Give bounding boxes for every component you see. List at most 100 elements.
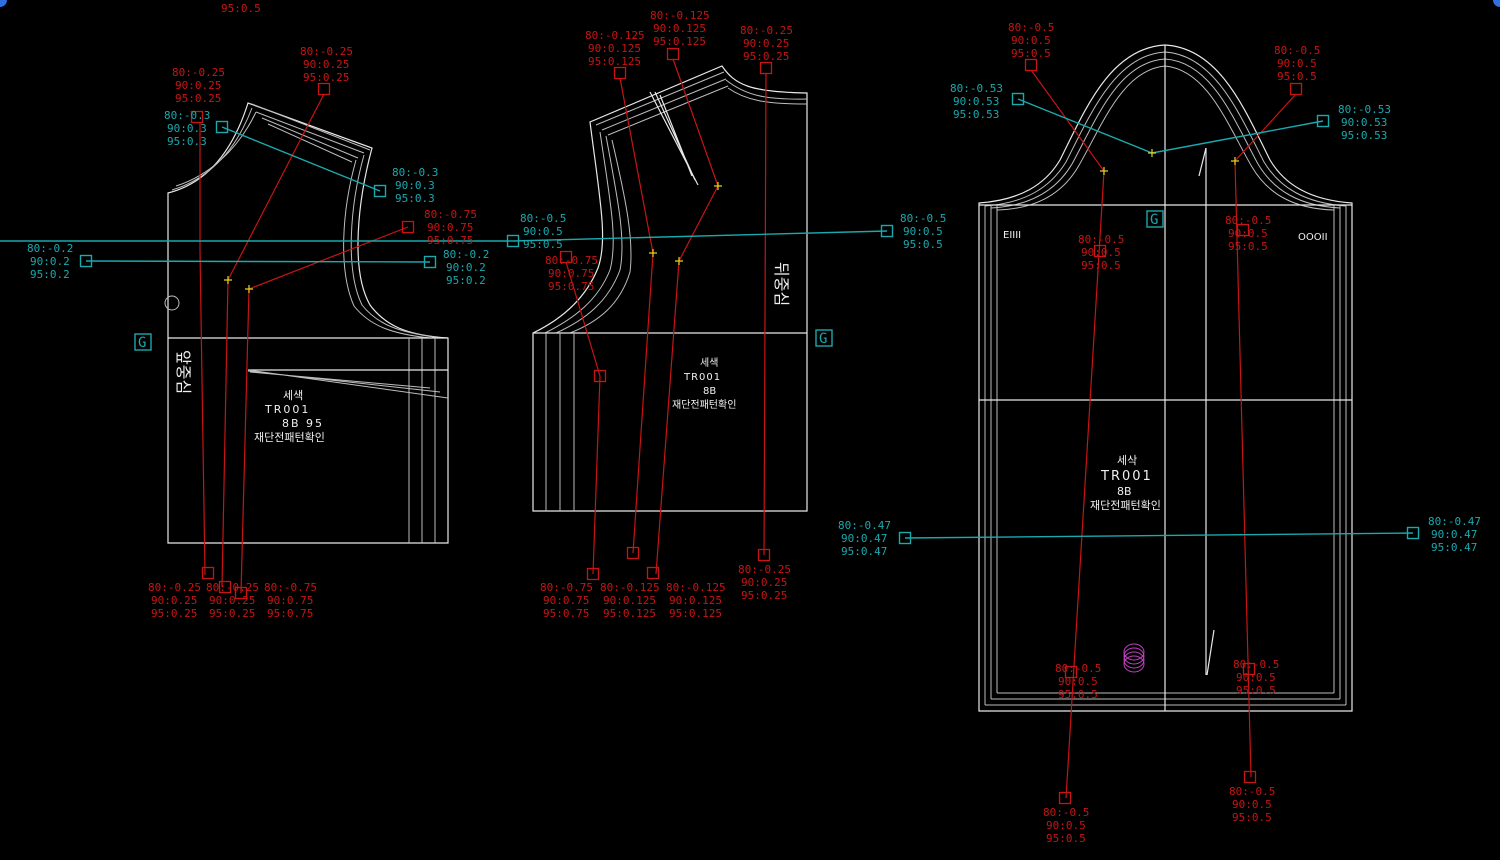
back-piece-text: TR001 xyxy=(683,372,721,383)
grade-label: 80:-0.590:0.595:0.5 xyxy=(1078,233,1124,272)
grade-point-handle[interactable] xyxy=(593,369,607,383)
grade-label-line: 80:-0.125 xyxy=(666,581,726,594)
grade-label-line: 95:0.75 xyxy=(427,234,473,247)
grade-label-line: 90:0.5 xyxy=(1011,34,1051,47)
grade-point-handle[interactable] xyxy=(1064,665,1078,679)
grade-label-line: 80:-0.125 xyxy=(585,29,645,42)
grade-label-line: 80:-0.25 xyxy=(172,66,225,79)
grade-point-handle[interactable] xyxy=(666,47,680,61)
grade-label-line: 80:-0.75 xyxy=(545,254,598,267)
grade-label-line: 80:-0.5 xyxy=(1233,658,1279,671)
grade-point-handle[interactable] xyxy=(1406,526,1420,540)
grade-point-handle[interactable] xyxy=(898,531,912,545)
grade-point-handle[interactable] xyxy=(423,255,437,269)
grade-label: 80:-0.290:0.295:0.2 xyxy=(27,242,73,281)
grade-label-line: 90:0.75 xyxy=(427,221,473,234)
grade-point-handle[interactable] xyxy=(586,567,600,581)
grade-label-line: 90:0.25 xyxy=(743,37,789,50)
grade-label-line: 80:-0.75 xyxy=(424,208,477,221)
grade-label-line: 80:-0.75 xyxy=(540,581,593,594)
grade-label-line: 90:0.5 xyxy=(1277,57,1317,70)
grade-label: 80:-0.390:0.395:0.3 xyxy=(164,109,210,148)
grade-point-handle[interactable] xyxy=(1093,244,1107,258)
grade-label-line: 95:0.3 xyxy=(167,135,207,148)
grade-point-plus-icons xyxy=(224,149,1239,293)
grade-point-handle[interactable] xyxy=(201,566,215,580)
grade-point-handle[interactable] xyxy=(1236,223,1250,237)
grade-label-line: 80:-0.53 xyxy=(950,82,1003,95)
grade-label-line: 80:-0.5 xyxy=(900,212,946,225)
grade-point-handle[interactable] xyxy=(190,110,204,124)
grade-point-handle[interactable] xyxy=(1058,791,1072,805)
grade-label-line: 90:0.3 xyxy=(167,122,207,135)
grade-label-line: 90:0.2 xyxy=(446,261,486,274)
grade-point-handle[interactable] xyxy=(1242,662,1256,676)
grade-point-handle[interactable] xyxy=(1316,114,1330,128)
grade-label-line: 90:0.3 xyxy=(395,179,435,192)
grade-point-handle[interactable] xyxy=(215,120,229,134)
grade-point-handle[interactable] xyxy=(317,82,331,96)
grade-point-handle[interactable] xyxy=(1011,92,1025,106)
grade-label-line: 95:0.125 xyxy=(669,607,722,620)
grade-label-line: 95:0.125 xyxy=(603,607,656,620)
grade-label-line: 95:0.53 xyxy=(953,108,999,121)
back-bodice-piece[interactable]: 뒤중심 세색 TR001 8B 재단전패턴확인 xyxy=(532,65,808,512)
grade-label: 80:-0.590:0.595:0.5 xyxy=(900,212,946,251)
grade-point-handle[interactable] xyxy=(79,254,93,268)
grade-label-line: 95:0.5 xyxy=(1277,70,1317,83)
grade-point-handle[interactable] xyxy=(880,224,894,238)
svg-text:G: G xyxy=(138,335,146,351)
grade-point-handle[interactable] xyxy=(401,220,415,234)
grade-point-handle[interactable] xyxy=(626,546,640,560)
grade-label-line: 95:0.75 xyxy=(267,607,313,620)
grade-label-line: 90:0.75 xyxy=(548,267,594,280)
grade-point-handle[interactable] xyxy=(613,66,627,80)
grade-label-line: 90:0.2 xyxy=(30,255,70,268)
grade-point-handle[interactable] xyxy=(373,184,387,198)
window-corner-indicator xyxy=(1493,0,1500,7)
grade-label-line: 95:0.75 xyxy=(543,607,589,620)
grade-point-handles[interactable] xyxy=(79,47,1420,805)
grade-label-line: 80:-0.75 xyxy=(264,581,317,594)
grade-point-handle[interactable] xyxy=(1243,770,1257,784)
grade-point-handle[interactable] xyxy=(559,250,573,264)
grade-label-line: 90:0.25 xyxy=(303,58,349,71)
grade-point-handle[interactable] xyxy=(234,586,248,600)
grade-label: 80:-0.590:0.595:0.5 xyxy=(520,212,566,251)
sleeve-piece[interactable]: EIIII OOOII 세삭 TR001 8B 재단전패턴확인 xyxy=(978,44,1353,712)
grade-label-line: 80:-0.2 xyxy=(27,242,73,255)
grade-label-line: 95:0.125 xyxy=(653,35,706,48)
grain-mark-icon[interactable]: G xyxy=(134,333,152,351)
grade-label-line: 90:0.5 xyxy=(1228,227,1268,240)
grade-label-line: 95:0.53 xyxy=(1341,129,1387,142)
grade-point-handle[interactable] xyxy=(757,548,771,562)
grade-point-handle[interactable] xyxy=(759,61,773,75)
window-corner-indicator xyxy=(0,0,7,7)
grade-point-handle[interactable] xyxy=(1289,82,1303,96)
sleeve-piece-text: 재단전패턴확인 xyxy=(1090,499,1161,512)
grade-label-line: 95:0.5 xyxy=(1236,684,1276,697)
front-bodice-piece[interactable]: 앞중심 세색 TR001 8B 95 재단전패턴확인 xyxy=(164,102,449,544)
grade-label-line: 80:-0.5 xyxy=(1043,806,1089,819)
grade-label-line: 95:0.47 xyxy=(1431,541,1477,554)
grade-label-line: 80:-0.5 xyxy=(1008,21,1054,34)
grade-point-handle[interactable] xyxy=(506,234,520,248)
grade-label-line: 90:0.25 xyxy=(175,79,221,92)
grade-label-line: 95:0.5 xyxy=(1011,47,1051,60)
grain-mark-icon[interactable]: G xyxy=(1146,210,1164,228)
grade-point-handle[interactable] xyxy=(1024,58,1038,72)
grade-label-line: 95:0.5 xyxy=(523,238,563,251)
grade-label-line: 95:0.25 xyxy=(151,607,197,620)
svg-text:G: G xyxy=(819,331,827,347)
grade-point-handle[interactable] xyxy=(218,580,232,594)
grade-label-line: 95:0.25 xyxy=(741,589,787,602)
grade-point-handle[interactable] xyxy=(646,566,660,580)
grade-label-line: 90:0.25 xyxy=(209,594,255,607)
grain-mark-icon[interactable]: G xyxy=(815,329,833,347)
